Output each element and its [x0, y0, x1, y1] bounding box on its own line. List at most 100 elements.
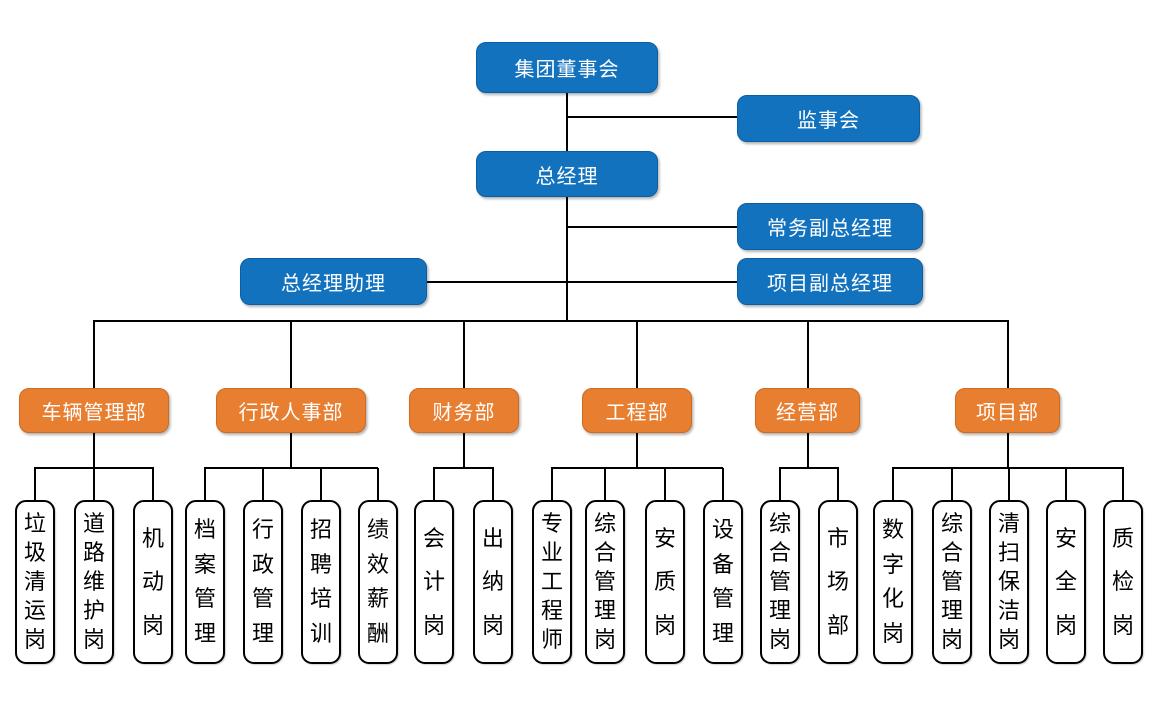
- dept-admin-hr: 行政人事部: [216, 388, 366, 433]
- connector-line: [567, 281, 737, 283]
- post-quality-inspection: 质检岗: [1103, 500, 1143, 664]
- node-supervisory-board: 监事会: [737, 95, 920, 142]
- post-cleaning: 清扫保洁岗: [989, 500, 1029, 664]
- post-admin-management: 行政管理: [243, 500, 283, 664]
- post-label: 道路维护岗: [82, 511, 105, 652]
- connector-line: [807, 321, 809, 388]
- post-label: 安全岗: [1054, 525, 1077, 638]
- connector-line: [664, 468, 666, 500]
- dept-vehicle-management: 车辆管理部: [19, 388, 169, 433]
- connector-line: [566, 92, 568, 152]
- post-general-management-proj: 综合管理岗: [932, 500, 972, 664]
- post-label: 综合管理岗: [768, 511, 791, 652]
- connector-line: [433, 467, 494, 469]
- post-performance-salary: 绩效薪酬: [358, 500, 398, 664]
- post-label: 垃圾清运岗: [23, 511, 46, 652]
- post-label: 招聘培训: [309, 516, 332, 647]
- post-recruitment-training: 招聘培训: [301, 500, 341, 664]
- post-archives-management: 档案管理: [185, 500, 225, 664]
- node-group-board: 集团董事会: [476, 42, 658, 93]
- connector-line: [152, 468, 154, 500]
- connector-line: [567, 226, 737, 228]
- node-executive-deputy-gm: 常务副总经理: [737, 203, 923, 250]
- post-label: 清扫保洁岗: [997, 511, 1020, 652]
- post-market: 市场部: [818, 500, 858, 664]
- post-road-maintenance: 道路维护岗: [74, 500, 114, 664]
- connector-line: [604, 468, 606, 500]
- post-label: 出纳岗: [481, 525, 504, 638]
- connector-line: [93, 320, 1009, 322]
- connector-line: [427, 281, 567, 283]
- connector-line: [34, 467, 154, 469]
- dept-label: 行政人事部: [238, 402, 344, 424]
- connector-line: [93, 468, 95, 500]
- dept-label: 经营部: [776, 402, 839, 424]
- connector-line: [779, 468, 781, 500]
- dept-operations: 经营部: [755, 388, 860, 433]
- post-label: 专业工程师: [540, 511, 563, 652]
- connector-line: [290, 433, 292, 468]
- connector-line: [290, 321, 292, 388]
- connector-line: [837, 468, 839, 500]
- connector-line: [204, 467, 378, 469]
- connector-line: [892, 468, 894, 500]
- node-label: 总经理: [535, 165, 599, 188]
- connector-line: [1122, 468, 1124, 500]
- post-equipment-management: 设备管理: [703, 500, 743, 664]
- connector-line: [636, 321, 638, 388]
- post-label: 市场部: [826, 525, 849, 638]
- connector-line: [892, 467, 1124, 469]
- post-label: 机动岗: [141, 525, 164, 638]
- dept-label: 工程部: [605, 402, 669, 424]
- node-label: 项目副总经理: [767, 273, 893, 295]
- dept-label: 项目部: [976, 402, 1039, 424]
- node-gm-assistant: 总经理助理: [240, 258, 427, 305]
- post-accounting: 会计岗: [414, 500, 454, 664]
- connector-line: [807, 433, 809, 468]
- dept-finance: 财务部: [409, 388, 519, 433]
- post-cashier: 出纳岗: [473, 500, 513, 664]
- connector-line: [377, 468, 379, 500]
- node-label: 常务副总经理: [767, 218, 893, 240]
- connector-line: [1007, 433, 1009, 468]
- node-general-manager: 总经理: [476, 151, 658, 197]
- connector-line: [567, 116, 737, 118]
- post-garbage-collection: 垃圾清运岗: [15, 500, 55, 664]
- post-label: 综合管理岗: [940, 511, 963, 652]
- dept-label: 车辆管理部: [41, 402, 147, 424]
- post-label: 设备管理: [711, 516, 734, 647]
- connector-line: [951, 468, 953, 500]
- post-mobile-duty: 机动岗: [133, 500, 173, 664]
- dept-label: 财务部: [432, 402, 496, 424]
- connector-line: [779, 467, 839, 469]
- connector-line: [463, 321, 465, 388]
- connector-line: [1008, 468, 1010, 500]
- connector-line: [93, 433, 95, 468]
- connector-line: [722, 468, 724, 500]
- connector-line: [1007, 321, 1009, 388]
- post-general-management-eng: 综合管理岗: [585, 500, 625, 664]
- connector-line: [492, 468, 494, 500]
- post-label: 综合管理岗: [593, 511, 616, 652]
- connector-line: [551, 468, 553, 500]
- connector-line: [433, 468, 435, 500]
- node-label: 总经理助理: [281, 273, 386, 295]
- connector-line: [262, 468, 264, 500]
- dept-project: 项目部: [955, 388, 1060, 433]
- post-digitalization: 数字化岗: [873, 500, 913, 664]
- connector-line: [93, 321, 95, 388]
- post-general-management-ops: 综合管理岗: [760, 500, 800, 664]
- post-label: 档案管理: [193, 516, 216, 647]
- post-label: 数字化岗: [881, 516, 904, 647]
- node-project-deputy-gm: 项目副总经理: [737, 258, 923, 305]
- post-label: 质检岗: [1111, 525, 1134, 638]
- node-label: 监事会: [797, 110, 860, 132]
- connector-line: [1065, 468, 1067, 500]
- connector-line: [636, 433, 638, 468]
- post-professional-engineer: 专业工程师: [532, 500, 572, 664]
- node-label: 集团董事会: [514, 59, 620, 81]
- post-label: 会计岗: [422, 525, 445, 638]
- post-label: 安质岗: [653, 525, 676, 638]
- connector-line: [204, 468, 206, 500]
